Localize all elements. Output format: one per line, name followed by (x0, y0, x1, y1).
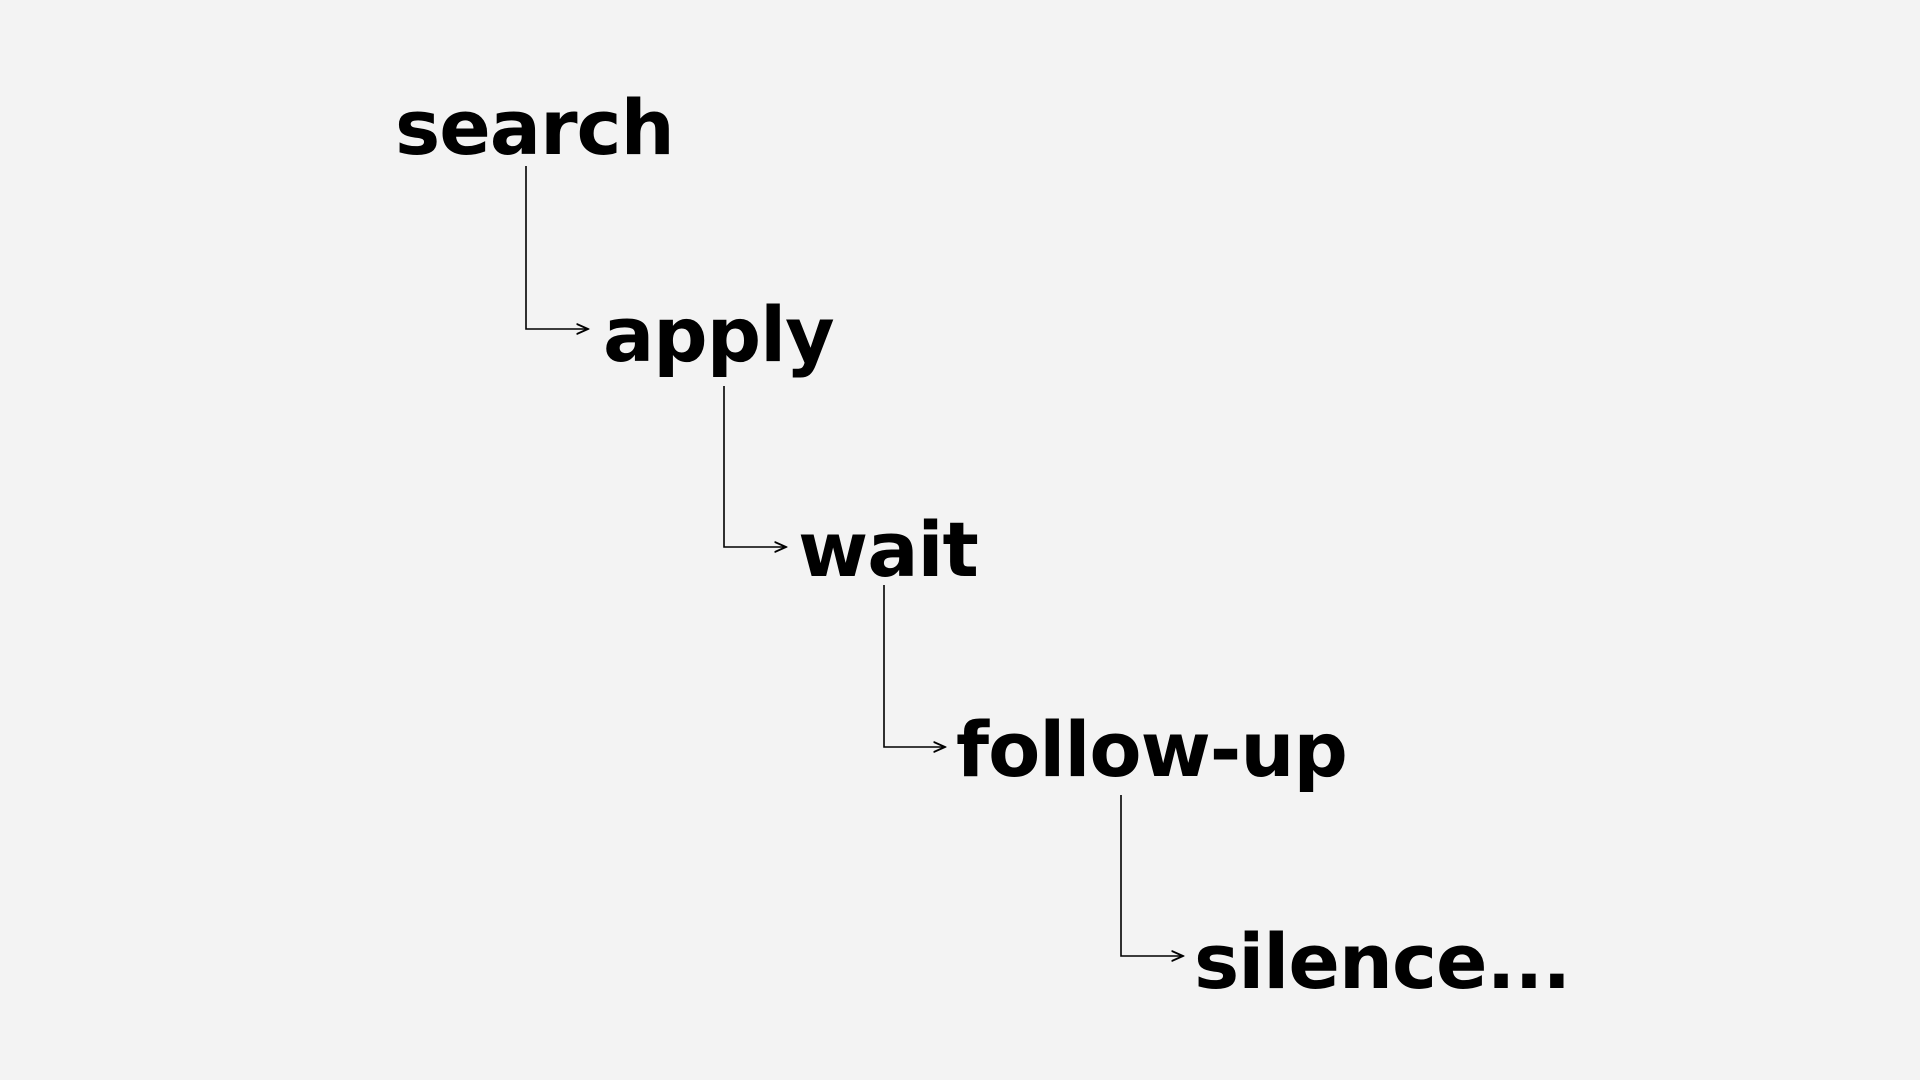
step-follow-up: follow-up (956, 705, 1348, 794)
connector-search-to-apply (525, 166, 588, 329)
step-silence: silence... (1194, 917, 1571, 1006)
connector-follow-up-to-silence (1120, 795, 1183, 956)
connector-wait-to-follow-up (883, 585, 945, 747)
step-search: search (395, 83, 675, 172)
connector-apply-to-wait (723, 386, 786, 547)
step-wait: wait (798, 505, 979, 594)
step-apply: apply (603, 290, 835, 379)
